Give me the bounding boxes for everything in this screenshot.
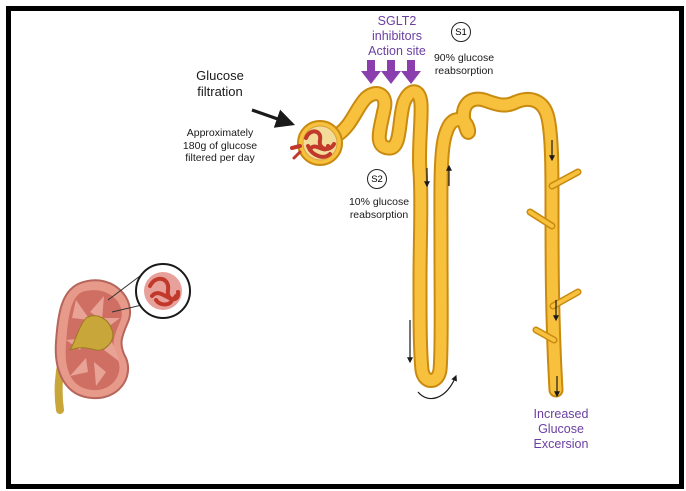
diagram-frame [6,6,684,489]
increased-excretion-label: Increased Glucose Excersion [533,407,589,451]
sglt2-arrow-1 [361,60,381,84]
glucose-filtered-label: Approximately 180g of glucose filtered p… [182,127,258,165]
sglt2-arrows [361,60,421,84]
zoom-line-1 [107,275,141,301]
tubule-fill [330,86,562,396]
s2-reabsorption-label: 10% glucose reabsorption [348,196,410,221]
s1-reabsorption-label: 90% glucose reabsorption [433,52,495,77]
kidney-illustration [54,263,191,414]
nephron-tubule [328,84,582,398]
flow-arrows [407,140,560,400]
glucose-filtration-label: Glucose filtration [196,68,244,99]
sglt2-label: SGLT2 inhibitors Action site [368,14,426,58]
kidney-pyramids [66,296,120,386]
flow-arrow-loop-curve [417,374,457,400]
sglt2-arrow-2 [381,60,401,84]
filtration-arrow [251,108,296,128]
sglt2-arrow-3 [401,60,421,84]
s1-badge: S1 [451,22,471,42]
s2-badge: S2 [367,169,387,189]
renal-pelvis [68,315,114,352]
glomerulus [290,120,343,166]
